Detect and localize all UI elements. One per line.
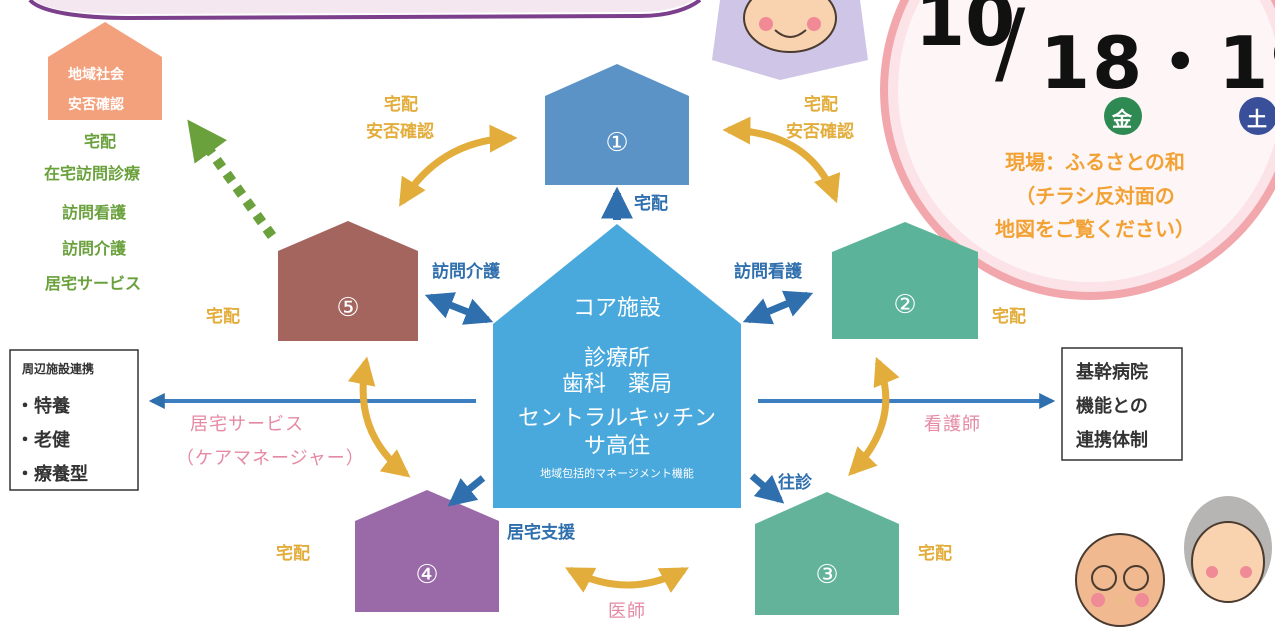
left-list-item: 居宅サービス <box>45 274 142 293</box>
event-day1: 金 <box>1112 107 1132 131</box>
house-4 <box>355 490 499 612</box>
label-home-support: 居宅支援 <box>507 523 575 543</box>
left-box-item: ・療養型 <box>16 464 88 485</box>
label-doctor: 医師 <box>608 601 646 622</box>
right-box-line: 連携体制 <box>1076 430 1148 451</box>
left-community-house <box>48 22 162 120</box>
core-line: セントラルキッチン <box>517 406 716 431</box>
character-illustration <box>712 0 868 80</box>
label-delivery-h4: 宅配 <box>276 544 310 564</box>
house-3-number: ③ <box>815 560 839 590</box>
left-box-item: ・老健 <box>16 430 70 451</box>
label-home-nursing: 訪問看護 <box>734 262 802 282</box>
house-3 <box>755 492 899 615</box>
label-home-care: 訪問介護 <box>432 262 500 282</box>
right-box-line: 機能との <box>1076 396 1148 417</box>
event-venue-line3: 地図をご覧ください） <box>995 217 1195 241</box>
label-delivery-h2: 宅配 <box>992 307 1026 327</box>
house-5-number: ⑤ <box>336 293 360 323</box>
arrow-core-house4 <box>447 475 486 507</box>
house-1-number: ① <box>605 128 629 158</box>
left-list-item: 訪問介護 <box>62 239 127 258</box>
event-day2: 土 <box>1247 107 1267 131</box>
house-2 <box>832 222 978 339</box>
event-venue-line2: （チラシ反対面の <box>1015 184 1175 208</box>
banner-edge <box>28 0 702 21</box>
elderly-couple-illustration <box>1075 496 1272 627</box>
core-line: 診療所 <box>583 346 650 371</box>
green-dotted-arrow <box>187 119 277 239</box>
right-box-line: 基幹病院 <box>1076 362 1148 383</box>
left-list-item: 訪問看護 <box>62 203 127 222</box>
label-home-service: 居宅サービス <box>190 414 304 435</box>
label-delivery-h3: 宅配 <box>918 544 952 564</box>
banner-fill <box>34 0 694 14</box>
label-top-left-delivery: 宅配 <box>384 95 418 115</box>
label-delivery-h5: 宅配 <box>206 307 240 327</box>
gold-arrow-h5-h4 <box>347 356 411 478</box>
event-slash: / <box>995 0 1026 95</box>
left-facility-box <box>9 349 139 491</box>
event-days: 18・19 <box>1040 21 1275 105</box>
label-top-right-delivery: 宅配 <box>804 95 838 115</box>
saturday-circle <box>1239 97 1275 135</box>
friday-circle <box>1104 97 1142 135</box>
house-5 <box>278 221 418 341</box>
gold-arrow-h5-h1 <box>399 124 518 207</box>
core-facility-house <box>493 224 741 508</box>
arrow-core-house5 <box>424 292 494 325</box>
safety-tag: 安否確認 <box>68 97 124 113</box>
gold-arrow-h2-h3 <box>848 356 900 477</box>
gold-arrow-h4-h3 <box>565 566 689 593</box>
community-tag: 地域社会 <box>68 67 124 83</box>
event-month: 10 <box>915 0 1016 62</box>
arrow-core-house3 <box>749 473 785 504</box>
left-list-item: 在宅訪問診療 <box>44 164 141 183</box>
label-top-right-safety: 安否確認 <box>786 122 854 142</box>
core-line: 歯科 薬局 <box>561 372 672 397</box>
house-1 <box>545 64 689 185</box>
label-care-manager: （ケアマネージャー） <box>176 448 365 469</box>
label-to-house1: 宅配 <box>634 194 668 214</box>
left-box-title: 周辺施設連携 <box>22 362 95 376</box>
core-line: サ高住 <box>583 434 650 459</box>
event-venue-line1: 現場：ふるさとの和 <box>1005 150 1185 174</box>
label-top-left-safety: 安否確認 <box>366 122 434 142</box>
gold-arrow-h1-h2 <box>722 116 841 204</box>
core-title: コア施設 <box>572 296 661 321</box>
label-house-call: 往診 <box>778 473 812 493</box>
arrow-core-house2 <box>742 290 814 325</box>
core-subtitle: 地域包括的マネージメント機能 <box>540 467 694 480</box>
house-4-number: ④ <box>415 560 439 590</box>
house-2-number: ② <box>893 290 917 320</box>
left-list-item: 宅配 <box>84 132 117 151</box>
right-hospital-box <box>1061 347 1183 461</box>
label-nurse: 看護師 <box>924 414 981 435</box>
left-box-item: ・特養 <box>16 396 70 417</box>
event-badge <box>880 0 1275 300</box>
